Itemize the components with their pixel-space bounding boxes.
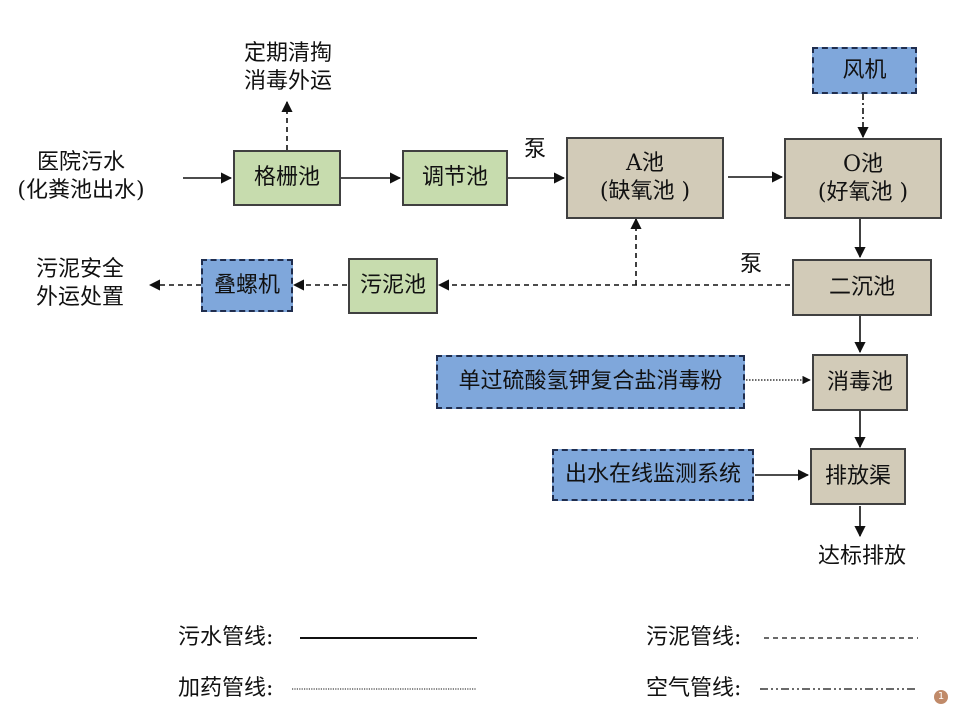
online-monitoring-label: 出水在线监测系统 [564, 462, 741, 487]
inlet-label-line1: 医院污水 [36, 150, 125, 175]
sludge-disposal-label: 污泥安全 外运处置 [22, 256, 138, 312]
secondary-clarifier-label: 二沉池 [828, 274, 895, 300]
equalization-tank-label: 调节池 [421, 165, 488, 190]
screenings-output-line2: 消毒外运 [243, 69, 332, 94]
aerobic-o-tank[interactable]: O池 (好氧池 ) [784, 138, 942, 219]
sludge-disposal-line2: 外运处置 [35, 285, 124, 310]
screenings-output-line1: 定期清掏 [243, 41, 332, 66]
legend-air-label: 空气管线: [646, 676, 742, 701]
discharge-channel[interactable]: 排放渠 [810, 448, 906, 505]
legend-sludge-label: 污泥管线: [646, 625, 742, 650]
sludge-tank[interactable]: 污泥池 [348, 258, 438, 314]
blower-label: 风机 [842, 57, 887, 83]
screenings-output-label: 定期清掏 消毒外运 [236, 40, 340, 96]
discharge-channel-label: 排放渠 [824, 463, 891, 489]
inlet-label-line2: (化粪池出水) [17, 178, 145, 203]
o-tank-label-line1: O池 [842, 151, 884, 177]
sludge-disposal-line1: 污泥安全 [35, 257, 124, 282]
legend-wastewater-label: 污水管线: [178, 625, 274, 650]
sludge-tank-label: 污泥池 [359, 273, 426, 298]
pump-label-to-a: 泵 [524, 137, 547, 162]
online-monitoring-system[interactable]: 出水在线监测系统 [552, 449, 754, 501]
screen-tank[interactable]: 格栅池 [233, 150, 341, 206]
o-tank-label-line2: (好氧池 ) [817, 179, 909, 205]
disinfectant-powder-label: 单过硫酸氢钾复合盐消毒粉 [458, 369, 723, 394]
disinfection-tank-label: 消毒池 [826, 369, 893, 395]
a-tank-label-line1: A池 [626, 151, 664, 176]
screen-tank-label: 格栅池 [253, 165, 320, 190]
screw-press-dewaterer[interactable]: 叠螺机 [201, 259, 293, 312]
a-tank-label-line2: (缺氧池 ) [599, 179, 691, 204]
disinfection-tank[interactable]: 消毒池 [812, 354, 908, 411]
inlet-label: 医院污水 (化粪池出水) [6, 149, 156, 205]
legend-dosing-label: 加药管线: [178, 676, 274, 701]
pump-label-return: 泵 [740, 252, 763, 277]
effluent-label: 达标排放 [817, 544, 906, 569]
blower[interactable]: 风机 [812, 47, 917, 94]
secondary-clarifier[interactable]: 二沉池 [792, 259, 932, 316]
page-number-badge: 1 [934, 690, 948, 704]
disinfectant-powder-dosing[interactable]: 单过硫酸氢钾复合盐消毒粉 [436, 355, 745, 409]
equalization-tank[interactable]: 调节池 [402, 150, 508, 206]
anoxic-a-tank[interactable]: A池 (缺氧池 ) [566, 137, 724, 219]
screw-press-label: 叠螺机 [213, 272, 280, 298]
